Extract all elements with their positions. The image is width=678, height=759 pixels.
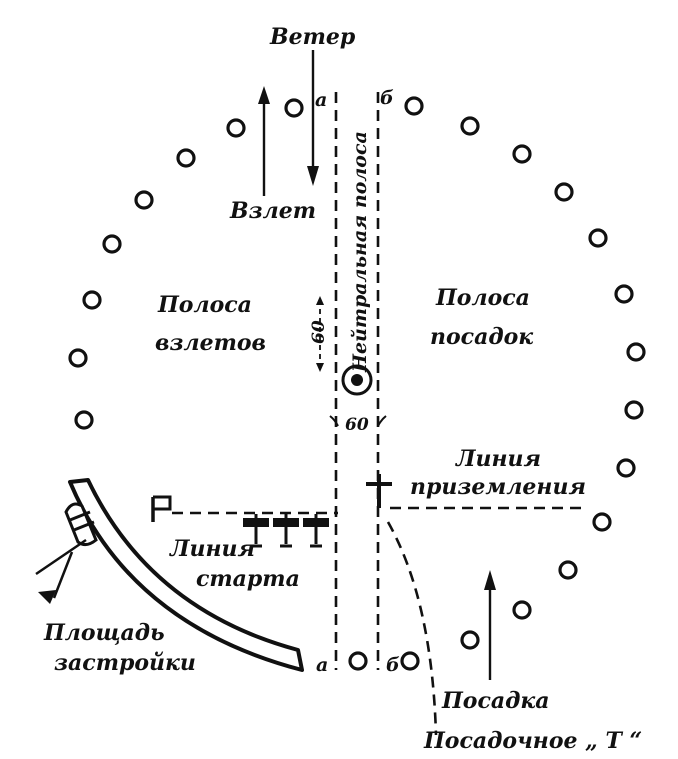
width-dimension-vertical: [316, 296, 324, 372]
landing-strip-label-2: посадок: [430, 324, 533, 350]
circle-marker-icon: [616, 458, 636, 478]
circle-marker-icon: [284, 98, 304, 118]
width-label-vertical: 60: [309, 320, 329, 344]
takeoff-strip-label-2: взлетов: [155, 330, 266, 356]
point-a-bottom-label: а: [316, 654, 328, 676]
aircraft-group: [243, 514, 329, 548]
start-line-label-2: старта: [196, 566, 300, 592]
circle-marker-icon: [176, 148, 196, 168]
start-line-label-1: Линия: [169, 536, 255, 562]
circle-marker-icon: [404, 96, 424, 116]
circle-marker-icon: [614, 284, 634, 304]
building-area-band: [68, 478, 304, 672]
circle-marker-icon: [400, 651, 420, 671]
landing-line-label-2: приземления: [410, 474, 586, 500]
building-area-label-2: застройки: [54, 650, 196, 676]
landing-label: Посадка: [441, 688, 550, 714]
circle-marker-icon: [68, 348, 88, 368]
circle-marker-icon: [102, 234, 122, 254]
landing-line-label-1: Линия: [455, 446, 541, 472]
circle-marker-icon: [554, 182, 574, 202]
neutral-strip: [334, 92, 380, 670]
neutral-strip-label: Нейтральная полоса: [349, 131, 371, 373]
circle-marker-icon: [348, 651, 368, 671]
aircraft-icon: [273, 514, 299, 548]
approach-path: [386, 521, 438, 736]
circle-marker-icon: [82, 290, 102, 310]
circle-marker-icon: [512, 144, 532, 164]
circle-marker-icon: [460, 630, 480, 650]
circle-marker-icon: [512, 600, 532, 620]
landing-strip-label-1: Полоса: [435, 285, 530, 311]
circle-marker-icon: [460, 116, 480, 136]
windsock-icon: [35, 502, 98, 604]
start-flag-icon: [151, 495, 172, 522]
target-circle-icon: [341, 364, 373, 396]
circle-marker-icon: [134, 190, 154, 210]
point-a-top-label: а: [315, 89, 327, 111]
circle-marker-icon: [588, 228, 608, 248]
takeoff-strip-label-1: Полоса: [157, 292, 252, 318]
aircraft-icon: [303, 514, 329, 548]
circle-marker-icon: [226, 118, 246, 138]
wind-arrow: [307, 50, 319, 186]
building-area-label-1: Площадь: [43, 620, 165, 646]
point-b-top-label: б: [380, 87, 394, 109]
width-label-horizontal: 60: [345, 415, 369, 435]
circle-marker-icon: [74, 410, 94, 430]
width-dimension-horizontal: [329, 415, 387, 427]
aircraft-icon: [243, 514, 269, 548]
wind-label: Ветер: [269, 24, 356, 50]
landing-t-label: Посадочное „ T “: [423, 728, 642, 754]
point-b-bottom-label: б: [386, 654, 400, 676]
circle-marker-icon: [558, 560, 578, 580]
boundary-markers: [68, 96, 646, 671]
takeoff-arrow: [258, 86, 270, 196]
landing-arrow: [484, 570, 496, 680]
circle-marker-icon: [624, 400, 644, 420]
landing-t-icon: [366, 474, 392, 508]
takeoff-label: Взлет: [229, 198, 316, 224]
circle-marker-icon: [626, 342, 646, 362]
circle-marker-icon: [592, 512, 612, 532]
